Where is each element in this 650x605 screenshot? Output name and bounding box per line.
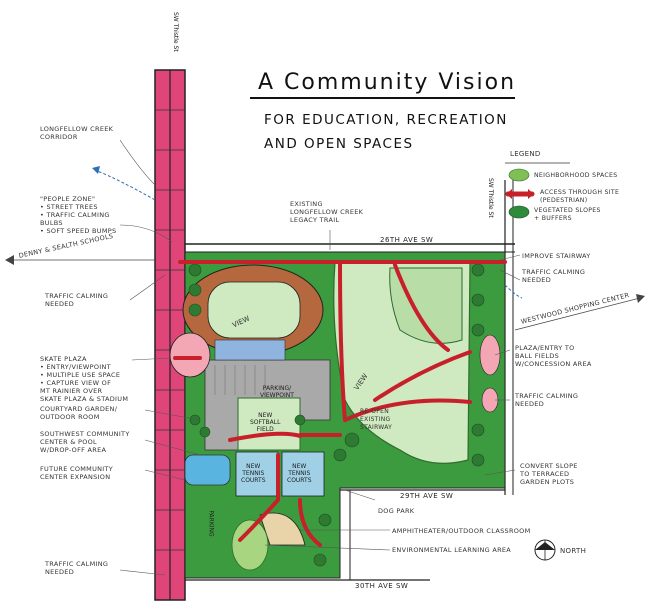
note-courtyard: Courtyard Garden/ Outdoor Room (40, 405, 118, 421)
legend-swatch-vegetated (508, 205, 530, 219)
note-skate-plaza: Skate Plaza • Entry/Viewpoint • Multiple… (40, 355, 129, 403)
label-new-tennis-1: New Tennis Courts (241, 463, 266, 484)
pool (184, 454, 231, 486)
street-label-29th: 29th Ave SW (400, 492, 454, 500)
note-plaza-entry: Plaza/Entry to Ball Fields w/Concession … (515, 344, 592, 368)
legend-item-neighborhood: Neighborhood spaces (534, 172, 618, 179)
street-label-30th: 30th Ave SW (355, 582, 409, 590)
tennis-1 (235, 451, 279, 497)
note-people-zone: "People Zone" • Street Trees • Traffic C… (40, 195, 117, 235)
label-parking: Parking (207, 510, 215, 537)
legend-item-access: Access through site (pedestrian) (540, 189, 620, 204)
note-traffic-calming-1: Traffic Calming Needed (45, 292, 109, 308)
note-future-expansion: Future Community Center Expansion (40, 465, 114, 481)
note-dog-park: Dog Park (378, 507, 415, 515)
legend-heading: Legend (510, 150, 541, 158)
note-reopen-stairway: Re-open Existing Stairway (360, 408, 393, 431)
legend-item-vegetated: Vegetated slopes + buffers (534, 207, 601, 222)
note-improve-stairway: Improve Stairway (522, 252, 591, 260)
label-parking-viewpoint: Parking/ Viewpoint (260, 385, 294, 399)
map-subtitle: For Education, Recreation and Open Space… (264, 112, 508, 152)
note-southwest-center: Southwest Community Center & Pool w/Drop… (40, 430, 130, 454)
note-north: North (560, 547, 587, 555)
label-new-tennis-2: New Tennis Courts (287, 463, 312, 484)
street-label-thistle: SW Thistle St (172, 12, 179, 52)
note-existing-trail: Existing Longfellow Creek Legacy Trail (290, 200, 364, 224)
street-label-26th: 26th Ave SW (380, 236, 434, 244)
note-amphitheater: Amphitheater/Outdoor Classroom (392, 527, 531, 535)
note-convert-slope: Convert Slope to Terraced Garden Plots (520, 462, 578, 486)
skate-plaza (169, 332, 211, 378)
note-environmental-area: Environmental Learning Area (392, 546, 512, 554)
note-traffic-calming-4: Traffic Calming Needed (515, 392, 579, 408)
map-title: A Community Vision (258, 70, 517, 95)
label-new-softball: New Softball Field (250, 412, 281, 433)
street-label-east: SW Thistle St (487, 178, 494, 218)
legend-swatch-neighborhood (508, 168, 530, 182)
tennis-2 (281, 451, 325, 497)
note-traffic-calming-3: Traffic Calming Needed (522, 268, 586, 284)
note-longfellow-corridor: Longfellow Creek Corridor (40, 125, 114, 141)
ballfield-small (389, 267, 463, 344)
note-traffic-calming-2: Traffic Calming Needed (45, 560, 109, 576)
bldg-1 (214, 339, 286, 361)
